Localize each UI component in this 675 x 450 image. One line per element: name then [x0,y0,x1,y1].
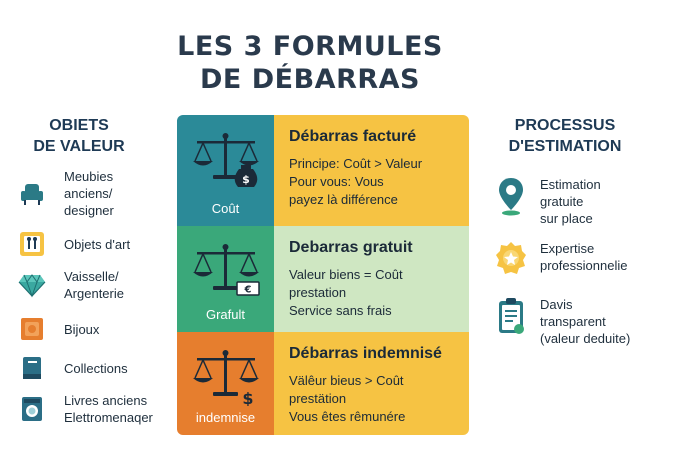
formula-line: Välêur bieus > Coût [289,373,404,388]
formula-title: Débarras facturé [289,128,417,145]
list-item-expertise: Expertise professionnelie [494,240,627,280]
armchair-icon [18,180,46,208]
diamond-icon [18,271,46,299]
list-item-estimation: Estimation gratuite sur place [494,176,601,227]
list-item-text: gratuite [540,194,584,209]
list-item-text: transparent [540,314,606,329]
formula-line: Vous êtes rêmunére [289,409,406,424]
list-item-text: Meubies [64,169,114,184]
valuables-heading: OBIETS DE VALEUR [14,115,144,157]
list-item-transparent-quote: Davis transparent (valeur deduite) [494,296,630,347]
list-item-text: professionnelie [540,258,628,273]
badge-symbol: $ [242,389,253,406]
title-line-2: DE DÉBARRAS [199,64,420,95]
formula-title: Debarras gratuit [289,239,413,256]
list-item-silverware: Vaisselle/ Argenterie [18,268,124,302]
formula-line: Valeur biens = Coût [289,267,403,282]
valuables-heading-line-1: OBIETS [49,117,109,134]
list-item-text: anciens/ [64,186,113,201]
formula-line: prestätion [289,391,347,406]
map-pin-icon [494,176,528,216]
formula-label: indemnise [195,410,256,425]
list-item-text: (valeur deduite) [540,331,631,346]
formulas-panel: $ Coût Débarras facturé Principe: Coût >… [177,115,469,435]
list-item-text: Vaisselle/ [64,269,119,284]
clipboard-icon [494,296,528,336]
list-item-text: Bijoux [64,321,100,337]
badge-symbol: € [244,285,252,296]
estimation-heading: PROCESSUS D'ESTIMATION [480,115,650,157]
scale-money-bag-icon: $ [193,133,259,187]
list-item-text: Elettromenaqer [64,410,153,425]
list-item-furniture: Meubies anciens/ designer [18,168,114,219]
formula-icon-cell: $ Coût [177,115,274,226]
list-item-text: Estimation [540,177,601,192]
formula-label: Coût [211,201,240,216]
formula-text-cell: Débarras facturé Principe: Coût > Valeur… [274,115,469,226]
washing-machine-icon [18,395,46,423]
formula-icon-cell: $ indemnise [177,332,274,435]
list-item-art: Objets d'art [18,230,130,258]
list-item-text: Davis [540,297,573,312]
formula-line: Principe: Coût > Valeur [289,156,423,171]
badge-symbol: $ [242,173,250,186]
estimation-heading-line-1: PROCESSUS [514,117,616,134]
formula-billed: $ Coût Débarras facturé Principe: Coût >… [177,115,469,226]
formula-text-cell: Debarras gratuit Valeur biens = Coût pre… [274,226,469,332]
list-item-text: designer [64,203,114,218]
title-line-1: LES 3 FORMULES [177,31,443,62]
scale-dollar-icon: $ [193,350,259,406]
list-item-jewelry: Bijoux [18,315,99,343]
list-item-text: Collections [64,360,128,376]
formula-label: Grafult [205,307,245,322]
formula-line: prestation [289,285,347,300]
formula-line: Pour vous: Vous [289,174,384,189]
formula-icon-cell: € Grafult [177,226,274,332]
book-icon [18,354,46,382]
formula-free: € Grafult Debarras gratuit Valeur biens … [177,226,469,332]
list-item-text: Objets d'art [64,236,131,252]
formula-compensated: $ indemnise Débarras indemnisé Välêur bi… [177,332,469,435]
jewel-box-icon [18,315,46,343]
badge-star-icon [494,240,528,280]
scale-euro-note-icon: € [193,244,260,296]
list-item-text: Livres anciens [64,393,148,408]
valuables-heading-line-2: DE VALEUR [33,138,125,155]
list-item-collections: Collections [18,354,128,382]
page-title: LES 3 FORMULES DE DÉBARRAS [150,30,470,96]
list-item-text: sur place [540,211,593,226]
list-item-books-appliances: Livres anciens Elettromenaqer [18,392,153,426]
formula-title: Débarras indemnisé [289,345,442,362]
list-item-text: Expertise [540,241,595,256]
art-frame-icon [18,230,46,258]
formula-line: payez là différence [289,192,398,207]
estimation-heading-line-2: D'ESTIMATION [508,138,622,155]
formula-line: Service sans frais [289,303,392,318]
list-item-text: Argenterie [64,286,124,301]
formula-text-cell: Débarras indemnisé Välêur bieus > Coût p… [274,332,469,435]
